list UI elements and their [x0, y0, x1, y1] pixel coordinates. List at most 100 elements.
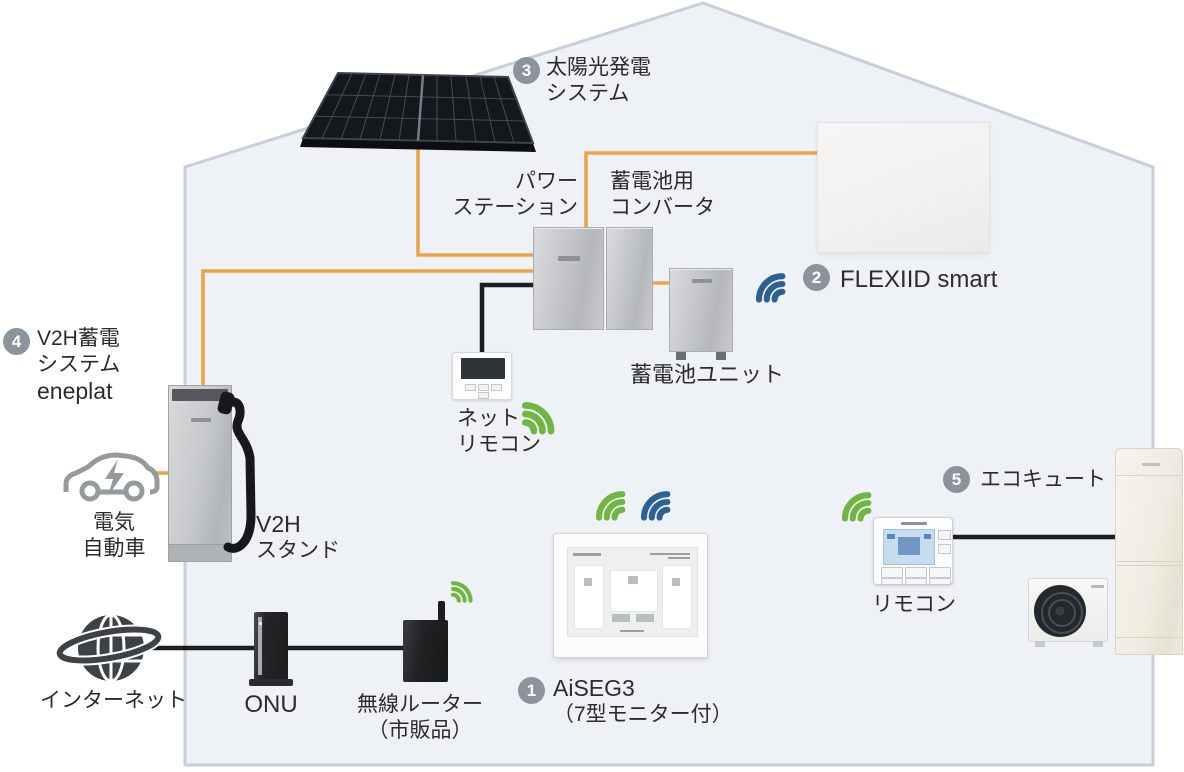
eco-remote-digits: [898, 537, 920, 555]
onu-led: [259, 622, 262, 625]
ecocute-tank: [1115, 448, 1183, 655]
wifi-blue-icon: [640, 491, 671, 521]
label-aiseg3: AiSEG3 （7型モニター付）: [553, 674, 733, 728]
aiseg3-screen: [567, 547, 698, 637]
wifi-green-icon: [521, 402, 555, 435]
label-flexiid-smart: FLEXIID smart: [840, 266, 998, 293]
badge-1: 1: [518, 677, 545, 704]
badge-5: 5: [943, 466, 970, 493]
eco-remote-lcd: [883, 529, 935, 565]
badge-3: 3: [513, 57, 540, 84]
power-station-unit: [533, 227, 604, 330]
eco-remote-button: [929, 567, 951, 578]
net-remote-screen: [461, 358, 505, 379]
aiseg3-right-card: [662, 565, 692, 629]
label-line: コンバータ: [610, 195, 715, 219]
label-line: V2H: [256, 511, 301, 537]
label-line: 無線ルーター: [357, 693, 483, 716]
label-power-station: パワー ステーション: [438, 169, 578, 220]
outdoor-unit-fan-ring: [1041, 592, 1083, 634]
label-line: V2H蓄電: [37, 327, 120, 350]
globe-icon: [54, 613, 164, 683]
label-line: 電気: [93, 511, 135, 534]
solar-panel-icon: [300, 71, 536, 152]
label-line: 蓄電池用: [610, 170, 694, 193]
router-antenna: [438, 601, 445, 623]
eco-remote-button: [881, 567, 903, 578]
tank-logo: [1142, 463, 1160, 466]
net-remote-button: [478, 392, 489, 399]
label-line: システム: [37, 352, 121, 376]
label-line: パワー: [515, 170, 578, 193]
badge-4: 4: [3, 328, 30, 355]
label-solar-system: 太陽光発電 システム: [546, 55, 651, 106]
wifi-blue-icon: [755, 273, 786, 303]
tank-seam: [1116, 637, 1182, 638]
label-line: （市販品）: [367, 718, 473, 742]
v2h-stand-display: [172, 389, 228, 401]
label-line: ステーション: [452, 195, 578, 219]
ecocute-remote-device: [873, 517, 953, 585]
aiseg3-icon-block: [672, 578, 680, 586]
aiseg3-header-bar: [650, 553, 690, 555]
wifi-green-icon: [841, 492, 872, 522]
eco-remote-button: [881, 578, 903, 585]
net-remote-button: [478, 384, 489, 391]
eco-remote-logo: [901, 522, 927, 525]
eco-remote-button: [905, 567, 927, 578]
label-ecocute: エコキュート: [980, 468, 1106, 491]
aiseg3-header-bar: [668, 557, 690, 559]
label-line: 自動車: [82, 536, 146, 560]
v2h-stand-base: [169, 544, 231, 561]
line-netremote-station: [479, 282, 533, 353]
aiseg3-icon-block: [584, 578, 592, 586]
label-ev-car: 電気 自動車: [59, 510, 169, 561]
aiseg3-left-card: [574, 565, 604, 629]
flexiid-smart-panel: [817, 122, 990, 253]
eco-remote-side-button: [938, 530, 951, 540]
label-battery-converter: 蓄電池用 コンバータ: [610, 169, 715, 220]
wireless-router-device: [403, 620, 448, 682]
label-line: （7型モニター付）: [553, 703, 733, 727]
power-station-logo: [558, 256, 580, 261]
label-battery-unit: 蓄電池ユニット: [630, 362, 785, 387]
label-internet: インターネット: [40, 689, 187, 712]
battery-unit-logo: [692, 279, 712, 283]
onu-base: [249, 679, 293, 686]
label-line: スタンド: [256, 539, 340, 563]
label-line: AiSEG3: [553, 675, 635, 701]
v2h-stand-device: [168, 385, 232, 562]
label-v2h-system: V2H蓄電 システム eneplat: [37, 326, 120, 405]
badge-2: 2: [803, 264, 830, 291]
battery-converter-unit: [606, 227, 653, 330]
outdoor-unit-logo: [1091, 585, 1104, 588]
label-line: 太陽光発電: [546, 56, 651, 79]
label-eco-remote: リモコン: [872, 593, 956, 616]
eco-remote-button: [929, 578, 951, 585]
label-v2h-stand: V2H スタンド: [256, 510, 340, 564]
tank-seam: [1116, 475, 1182, 476]
net-remote-device: [452, 352, 512, 400]
aiseg3-footer-bar: [620, 630, 644, 632]
label-onu: ONU: [244, 691, 298, 718]
onu-stripe: [258, 617, 262, 675]
v2h-stand-logo: [191, 418, 211, 422]
net-remote-button: [465, 384, 476, 391]
ev-car-icon: [63, 452, 160, 502]
aiseg3-header-bar: [573, 553, 601, 556]
wifi-green-icon: [450, 581, 473, 603]
battery-unit-foot: [676, 352, 686, 360]
battery-unit-foot: [716, 352, 726, 360]
tank-seam: [1116, 561, 1182, 562]
battery-unit-device: [669, 268, 733, 352]
outdoor-unit-foot: [1093, 641, 1103, 647]
aiseg3-icon-block: [628, 576, 638, 584]
aiseg3-monitor: [553, 533, 708, 658]
aiseg3-meter-block: [612, 614, 630, 622]
onu-device: [254, 612, 288, 680]
eco-remote-digits: [887, 534, 895, 539]
net-remote-button: [491, 384, 502, 391]
eco-remote-side-button: [938, 544, 951, 554]
tank-seam: [1116, 565, 1182, 566]
